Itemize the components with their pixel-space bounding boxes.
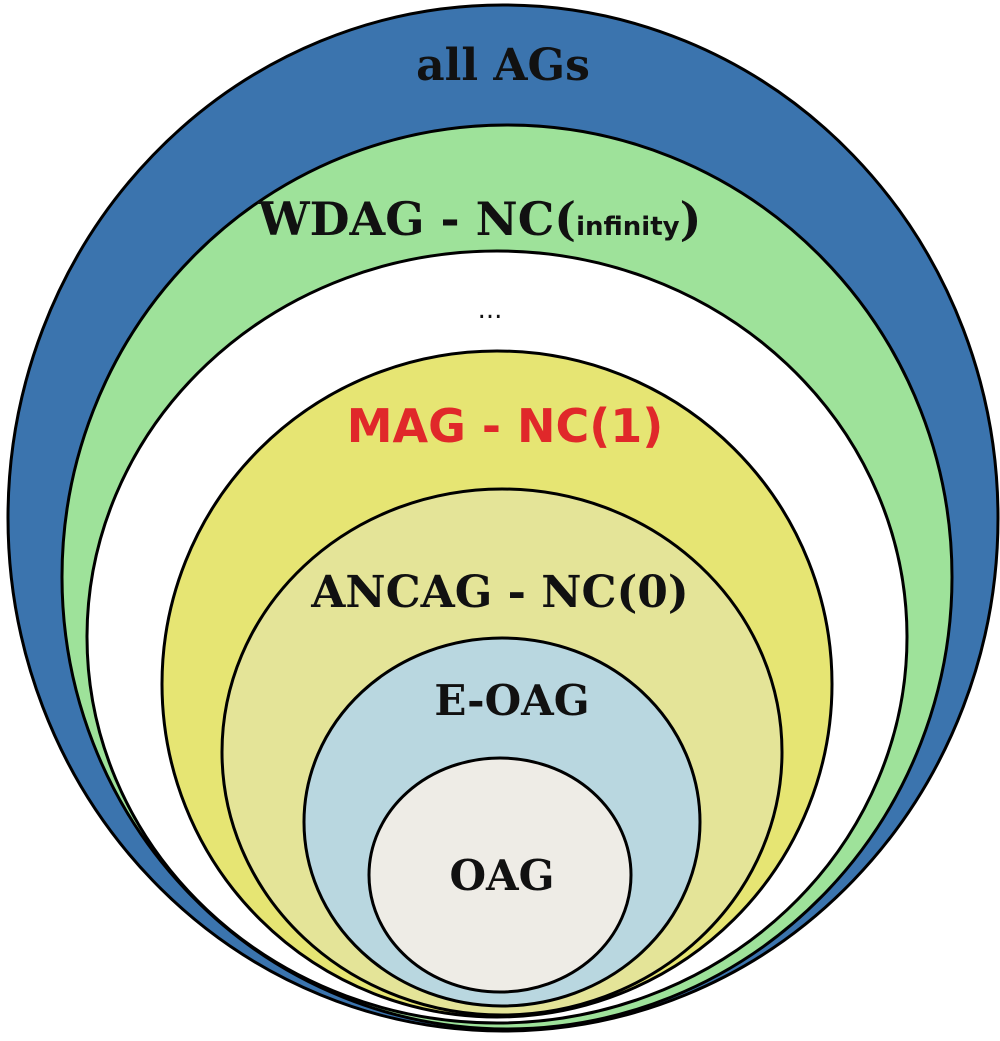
oag-region bbox=[367, 756, 633, 994]
wdag-label-close: ) bbox=[680, 192, 702, 246]
ancag-label: ANCAG - NC(0) bbox=[310, 567, 688, 618]
wdag-label-main: WDAG - NC( bbox=[257, 192, 576, 246]
oag-label: OAG bbox=[449, 851, 554, 900]
e-oag-label: E-OAG bbox=[434, 676, 589, 725]
all-ags-label: all AGs bbox=[416, 40, 590, 91]
wdag-label-sub: infinity bbox=[576, 212, 680, 242]
ellipsis-label: ... bbox=[478, 295, 503, 325]
mag-label: MAG - NC(1) bbox=[347, 399, 664, 453]
wdag-label: WDAG - NC(infinity) bbox=[257, 192, 701, 246]
